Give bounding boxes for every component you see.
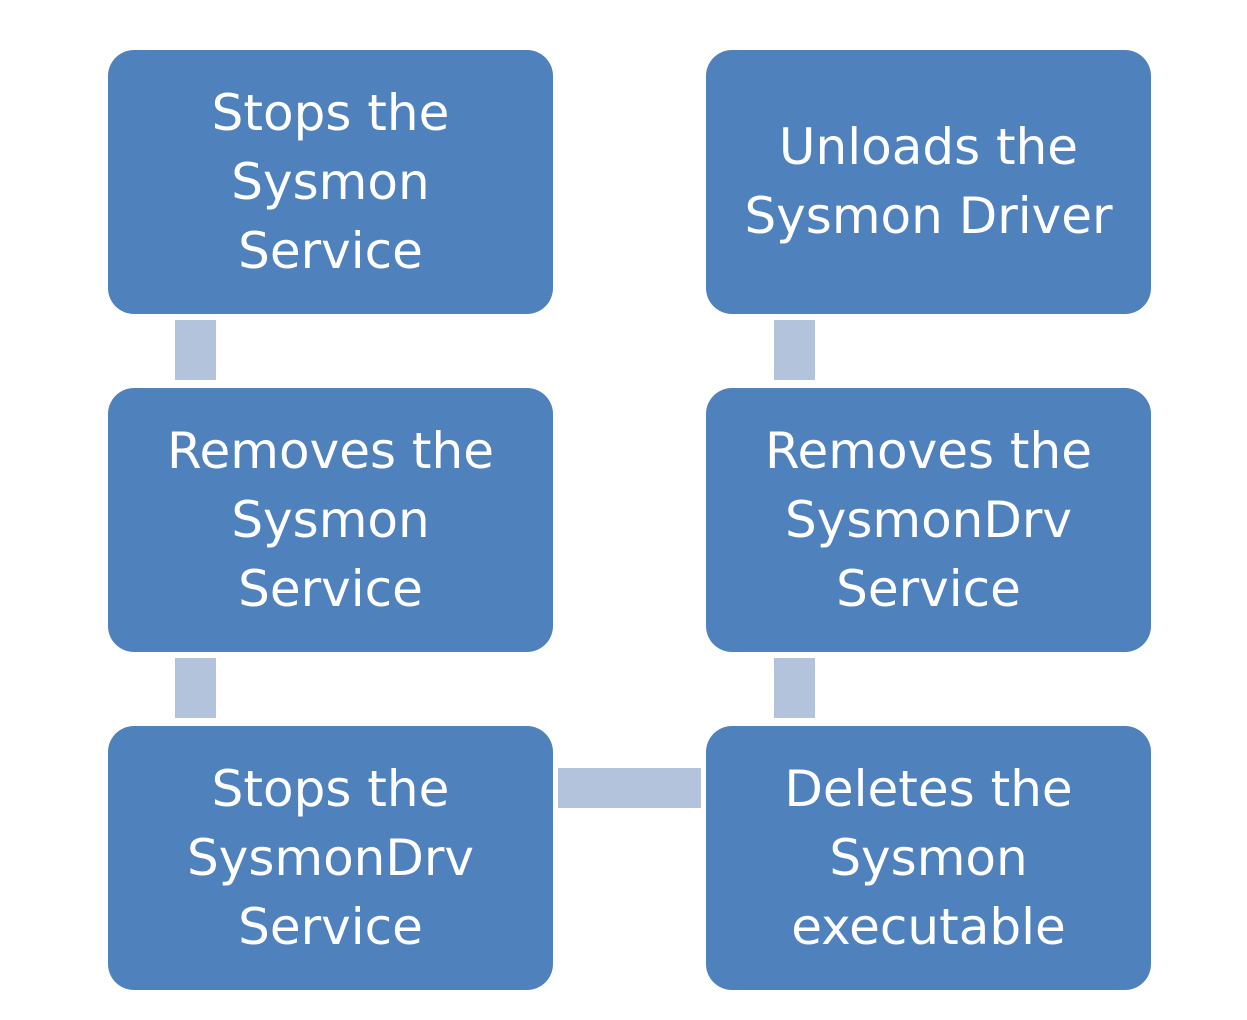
step-label: Deletes the Sysmon executable	[784, 759, 1073, 956]
step-label: Stops the Sysmon Service	[211, 83, 450, 280]
connector-step3-to-step4	[558, 768, 701, 808]
step-label: Stops the SysmonDrv Service	[186, 759, 474, 956]
step-label: Unloads the Sysmon Driver	[744, 118, 1113, 245]
connector-step5-to-step6	[774, 320, 815, 380]
connector-step2-to-step3	[175, 658, 216, 718]
step-label: Removes the SysmonDrv Service	[765, 421, 1092, 618]
step-box-stop-sysmon-service: Stops the Sysmon Service	[108, 50, 553, 314]
step-box-stop-sysmondrv-service: Stops the SysmonDrv Service	[108, 726, 553, 990]
step-box-unload-sysmon-driver: Unloads the Sysmon Driver	[706, 50, 1151, 314]
step-box-remove-sysmondrv-service: Removes the SysmonDrv Service	[706, 388, 1151, 652]
connector-step1-to-step2	[175, 320, 216, 380]
step-box-remove-sysmon-service: Removes the Sysmon Service	[108, 388, 553, 652]
connector-step4-to-step5	[774, 658, 815, 718]
step-box-delete-sysmon-executable: Deletes the Sysmon executable	[706, 726, 1151, 990]
step-label: Removes the Sysmon Service	[167, 421, 494, 618]
